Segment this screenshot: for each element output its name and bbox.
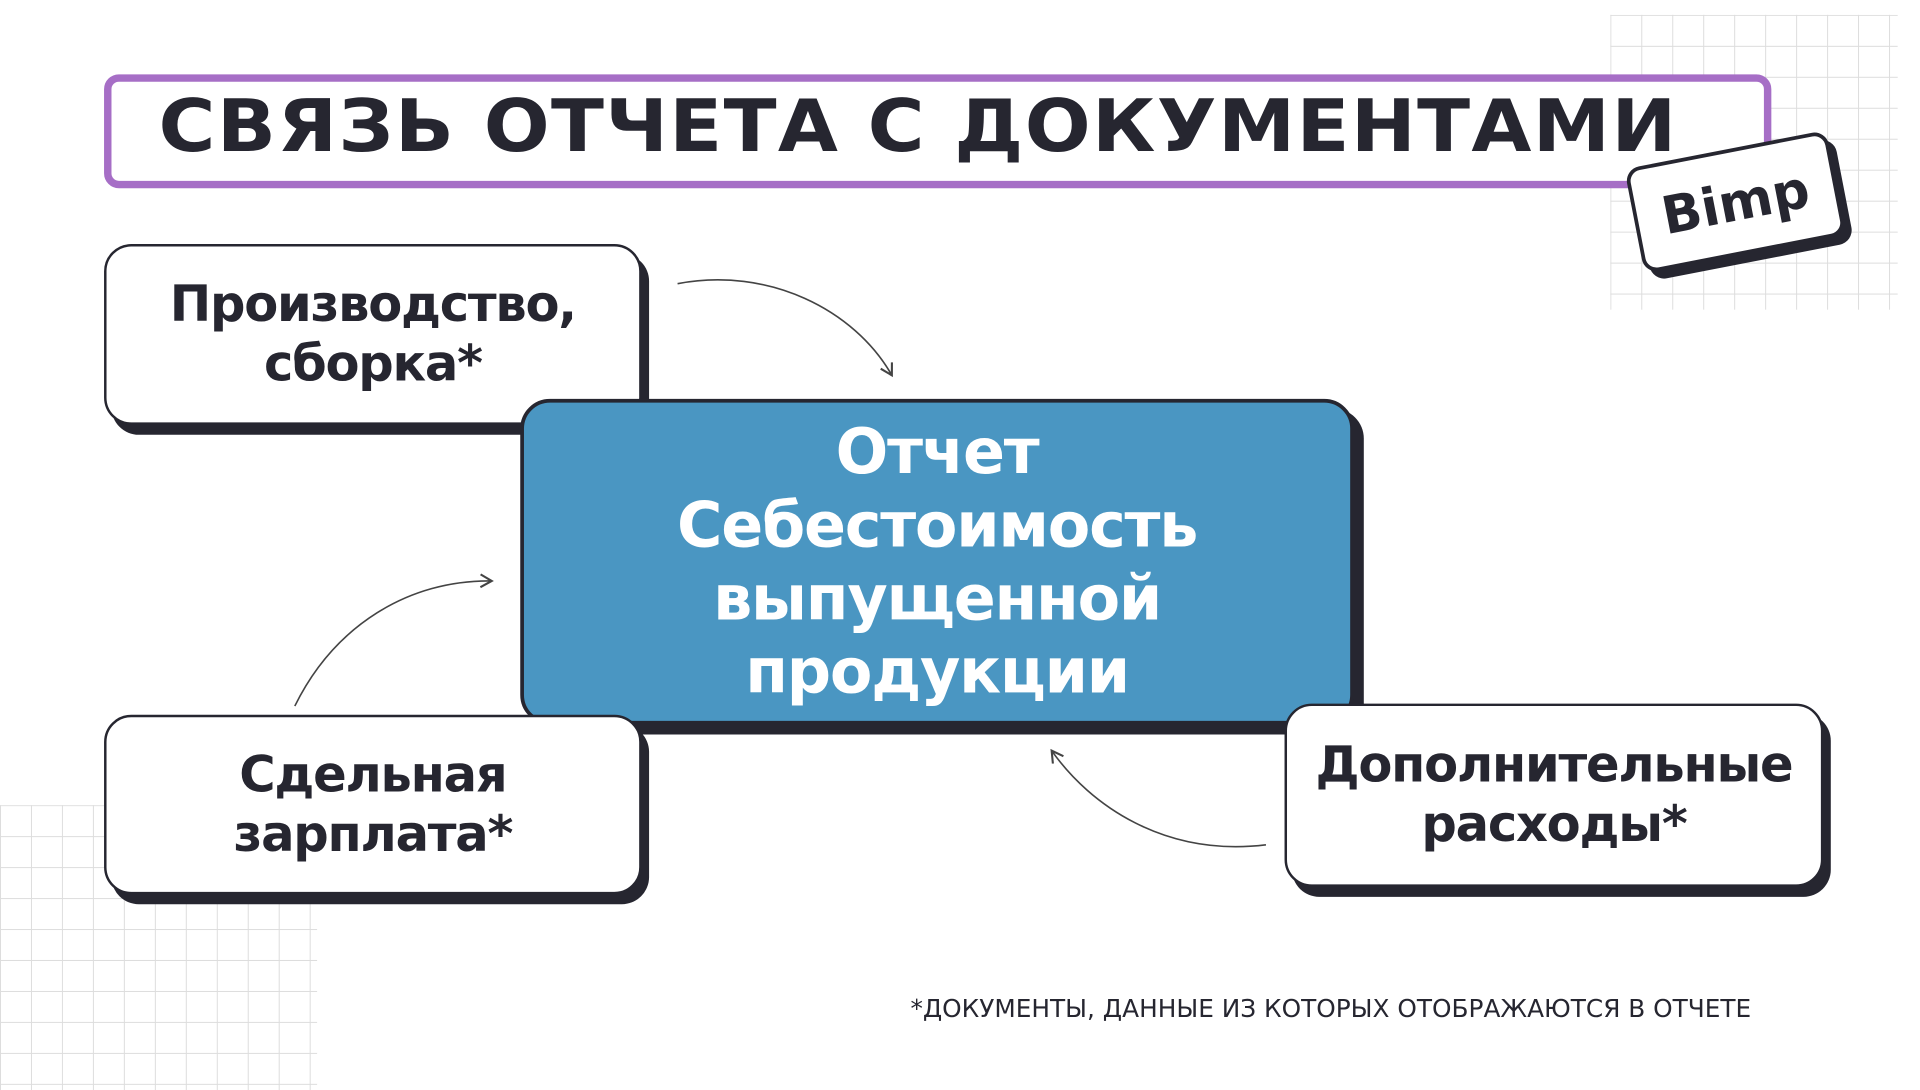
report-label: Отчет (835, 415, 1040, 488)
arrow-production-to-report (677, 279, 893, 378)
report-node: Отчет Себестоимость выпущенной продукции (520, 398, 1354, 725)
report-label: выпущенной (713, 561, 1162, 634)
page-title: СВЯЗЬ ОТЧЕТА С ДОКУМЕНТАМИ (158, 84, 1678, 169)
node-label: расходы* (1421, 796, 1687, 854)
report-label: продукции (745, 634, 1130, 707)
node-label: зарплата* (233, 805, 514, 863)
arrow-salary-to-report (294, 573, 494, 707)
node-label: сборка* (263, 335, 483, 393)
arrow-expenses-to-report (1050, 748, 1267, 848)
node-label: Дополнительные (1315, 737, 1793, 795)
node-production: Производство,сборка* (104, 244, 642, 425)
report-label: Себестоимость (677, 488, 1198, 561)
node-label: Производство, (169, 276, 577, 334)
node-label: Сдельная (239, 746, 507, 804)
footnote: *ДОКУМЕНТЫ, ДАННЫЕ ИЗ КОТОРЫХ ОТОБРАЖАЮТ… (910, 993, 1752, 1024)
title-frame (104, 74, 1772, 189)
